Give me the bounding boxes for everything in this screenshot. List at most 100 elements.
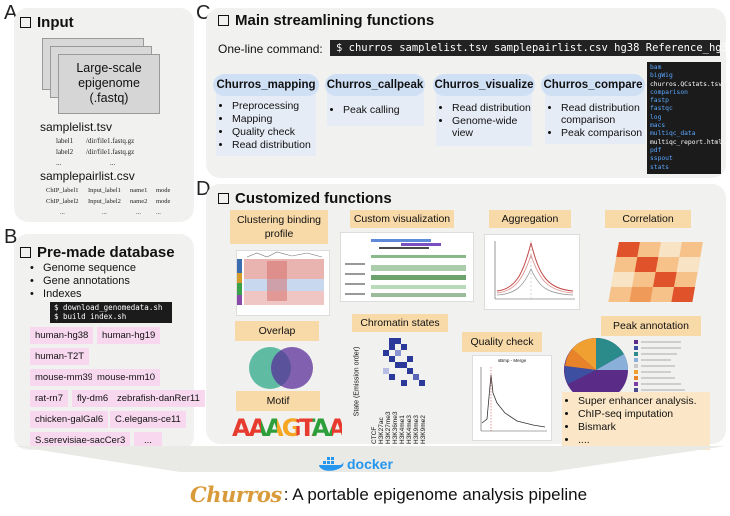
database-bullets: • Genome sequence • Gene annotations • I… — [30, 262, 136, 301]
sp-r3-c2: ... — [102, 209, 107, 216]
sp-r3-c3: ... — [136, 209, 141, 216]
correlation-thumb — [608, 236, 704, 308]
fn-pill-compare: Churros_compare — [541, 74, 645, 96]
db-tag-chicken-galgal6: chicken-galGal6 — [30, 411, 109, 428]
sp-r1-c1: ChIP_label1 — [46, 187, 79, 194]
docker-logo: docker — [318, 456, 393, 472]
db-tag-zebrafish-danrer11: zebrafish-danRer11 — [112, 390, 205, 407]
db-tag-rat-rn7: rat-rn7 — [30, 390, 68, 407]
chromatin-marks: CTCF H3K27ac H3K27me3 H3K36me3 H3K4me1 H… — [371, 404, 427, 444]
db-tag-human-t2t: human-T2T — [30, 348, 90, 365]
mark-label: H3K27me3 — [385, 411, 392, 444]
compare-item-1: Read distribution comparison — [561, 102, 645, 126]
correlation-heatmap — [608, 242, 703, 302]
script-line-2: $ build index.sh — [54, 312, 127, 321]
dir-item: bam — [650, 64, 662, 71]
aggregation-thumb — [484, 234, 580, 310]
sp-r3-c1: ... — [60, 209, 65, 216]
docker-whale-icon — [319, 457, 344, 471]
sp-r1-c2: Input_label1 — [88, 187, 121, 194]
extra-item-3: Bismark — [578, 421, 710, 434]
sp-r2-c1: ChIP_label2 — [46, 198, 79, 205]
mark-label: CTCF — [371, 426, 378, 444]
peak-annotation-legend — [634, 340, 685, 392]
input-title: Input — [37, 14, 74, 31]
input-header: Input — [20, 14, 74, 31]
db-tag-human-hg38: human-hg38 — [30, 327, 94, 344]
mapping-item-4: Read distribution — [232, 139, 316, 151]
stack-sheet-front: Large-scale epigenome (.fastq) — [58, 54, 160, 114]
fn-pill-callpeak: Churros_callpeak — [325, 74, 425, 96]
db-tag-mouse-mm39: mouse-mm39 — [30, 369, 99, 386]
stack-label-2: epigenome — [78, 76, 140, 90]
genome-browser-tracks — [345, 239, 466, 297]
samplepair-filename: samplepairlist.csv — [40, 169, 135, 183]
db-tag-fly-dm6: fly-dm6 — [72, 390, 114, 407]
quality-plot-title: sBmp - Merge — [497, 358, 527, 363]
dir-item: pdf — [650, 146, 662, 154]
docker-label: docker — [347, 456, 393, 472]
label-chromatin-states: Chromatin states — [352, 314, 448, 332]
sp-r3-c4: ... — [156, 209, 161, 216]
fn-box-compare: Read distribution comparison Peak compar… — [545, 90, 645, 144]
label-aggregation: Aggregation — [489, 210, 571, 228]
checkbox-icon — [20, 17, 31, 28]
database-header: Pre-made database — [20, 244, 175, 261]
label-custom-visualization: Custom visualization — [350, 210, 454, 228]
extra-item-2: ChIP-seq imputation — [578, 408, 710, 421]
extra-item-4: .... — [578, 434, 710, 447]
samplelist-table: label1/dir/file1.fastq.gz label2/dir/fil… — [56, 136, 134, 169]
label-quality-check: Quality check — [462, 332, 542, 352]
dir-item: log — [650, 113, 662, 121]
clustering-heatmap — [237, 251, 324, 305]
quality-check-thumb: sBmp - Merge — [472, 355, 552, 441]
checkbox-icon — [218, 15, 229, 26]
dir-item: bigWig — [650, 72, 673, 80]
db-tag-mouse-mm10: mouse-mm10 — [92, 369, 161, 386]
db-tag-sserevisiae-saccer3: S.serevisiae-sacCer3 — [30, 432, 131, 449]
dir-item: sspout — [650, 155, 673, 163]
footer-funnel — [14, 446, 726, 472]
dir-item: macs — [650, 122, 666, 130]
sp-r1-c4: mode — [156, 187, 171, 194]
mapping-item-3: Quality check — [232, 126, 316, 138]
sp-r1-c3: name1 — [130, 187, 148, 194]
visualize-item-1: Read distribution — [452, 102, 532, 114]
label-motif: Motif — [236, 391, 320, 411]
churros-logo: Churros — [190, 482, 282, 507]
output-dir-listing: bam bigWig churros.QCstats.tsv compariso… — [647, 62, 723, 174]
stack-label-1: Large-scale — [76, 61, 142, 75]
dir-item: fastqc — [650, 105, 673, 113]
db-tag-celegans-ce11: C.elegans-ce11 — [110, 411, 186, 428]
dir-item: multiqc_report.html — [650, 138, 723, 146]
tagline: : A portable epigenome analysis pipeline — [283, 484, 588, 504]
main-functions-header: Main streamlining functions — [218, 12, 434, 29]
label-clustering: Clustering binding profile — [230, 210, 328, 244]
fn-box-visualize: Read distribution Genome-wide view — [436, 90, 532, 146]
sp-r2-c2: Input_label2 — [88, 198, 121, 205]
custom-functions-header: Customized functions — [218, 190, 392, 207]
mark-label: H3K27ac — [378, 417, 385, 444]
extra-functions-box: Super enhancer analysis. ChIP-seq imputa… — [562, 392, 710, 450]
peak-annotation-pie — [564, 337, 629, 402]
motif-sequence: AAAGTAAACA — [232, 414, 342, 442]
label-correlation: Correlation — [605, 210, 691, 228]
quality-plot — [480, 367, 547, 432]
samplelist-filename: samplelist.tsv — [40, 120, 113, 134]
checkbox-icon — [20, 247, 31, 258]
dir-item: multiqc_data — [650, 130, 696, 138]
mark-label: H3K4me3 — [406, 415, 413, 444]
chromatin-emission-matrix — [383, 338, 425, 386]
custom-visualization-thumb — [340, 232, 474, 302]
mark-label: H3K36me3 — [392, 411, 399, 444]
mapping-item-1: Preprocessing — [232, 100, 316, 112]
sl-r1-c1: label1 — [56, 137, 74, 145]
checkbox-icon — [218, 193, 229, 204]
dir-item: churros.QCstats.tsv — [650, 80, 723, 88]
sl-r1-c2: /dir/file1.fastq.gz — [86, 137, 135, 145]
sl-r3-c1: ... — [56, 159, 62, 167]
mark-label: H3K9me2 — [420, 415, 427, 444]
chromatin-ylabel: State (Emission order) — [353, 346, 361, 417]
main-functions-title: Main streamlining functions — [235, 12, 435, 29]
db-bullet-2: • Gene annotations — [30, 275, 130, 287]
